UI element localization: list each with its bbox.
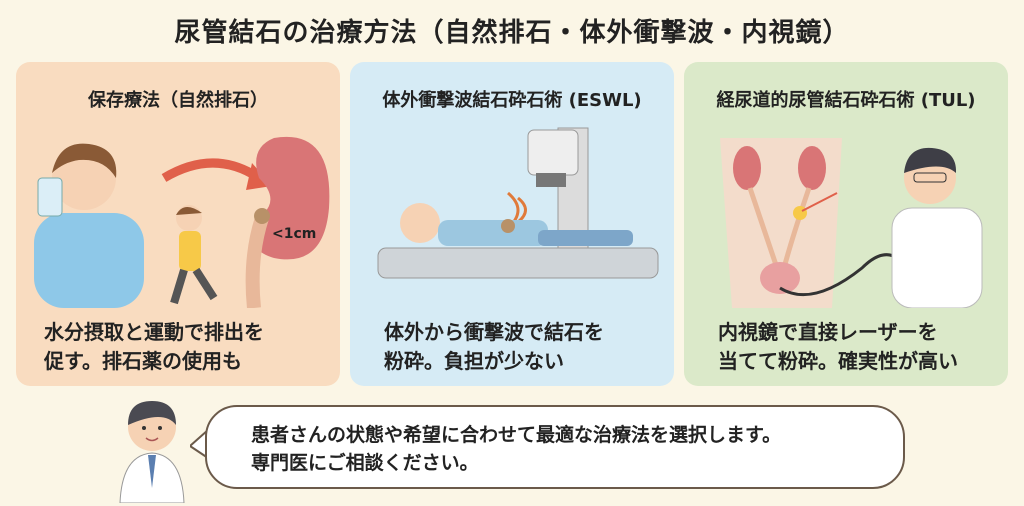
arrow-icon <box>161 158 262 182</box>
page-title: 尿管結石の治療方法（自然排石・体外衝撃波・内視鏡） <box>174 18 850 48</box>
kidney-icon <box>245 136 330 308</box>
doctor-avatar-icon <box>119 401 185 503</box>
speech-bubble: 患者さんの状態や希望に合わせて最適な治療法を選択します。 専門医にご相談ください… <box>205 405 905 489</box>
panel-tul: 経尿道的尿管結石砕石術 (TUL) 内視鏡で直接レーザーを 当てて粉砕。確実性が… <box>684 62 1008 386</box>
stone-icon <box>254 208 270 224</box>
panel-description: 体外から衝撃波で結石を 粉砕。負担が少ない <box>384 320 604 373</box>
patient-icon <box>400 203 633 246</box>
kidney-icon <box>733 146 761 190</box>
speech-bubble-tail <box>190 430 209 459</box>
size-label: <1cm <box>272 226 316 242</box>
drinking-boy-icon <box>34 143 144 308</box>
bladder-icon <box>760 262 800 294</box>
tul-illustration <box>720 138 983 308</box>
panel-heading: 体外衝撃波結石砕石術 (ESWL) <box>382 90 642 111</box>
panel-description: 水分摂取と運動で排出を 促す。排石薬の使用も <box>44 320 264 373</box>
running-girl-icon <box>170 205 218 305</box>
panel-eswl: 体外衝撃波結石砕石術 (ESWL) 体外から衝撃波で結石を 粉砕。負担が少ない <box>350 62 674 386</box>
table-icon <box>377 247 659 279</box>
natural-passage-illustration: <1cm <box>34 136 330 308</box>
endoscope-icon <box>779 253 898 297</box>
panel-conservative-therapy: 保存療法（自然排石） <1cm 水分摂取と運動で排出を 促す。排石薬の使用も <box>16 62 340 386</box>
panel-description: 内視鏡で直接レーザーを 当てて粉砕。確実性が高い <box>718 320 958 373</box>
doctor-icon <box>891 147 983 308</box>
laser-spark-icon <box>793 206 807 220</box>
panel-heading: 経尿道的尿管結石砕石術 (TUL) <box>716 90 976 111</box>
panel-heading: 保存療法（自然排石） <box>88 90 268 111</box>
speech-bubble-text: 患者さんの状態や希望に合わせて最適な治療法を選択します。 専門医にご相談ください… <box>251 424 782 474</box>
eswl-illustration <box>377 127 659 279</box>
